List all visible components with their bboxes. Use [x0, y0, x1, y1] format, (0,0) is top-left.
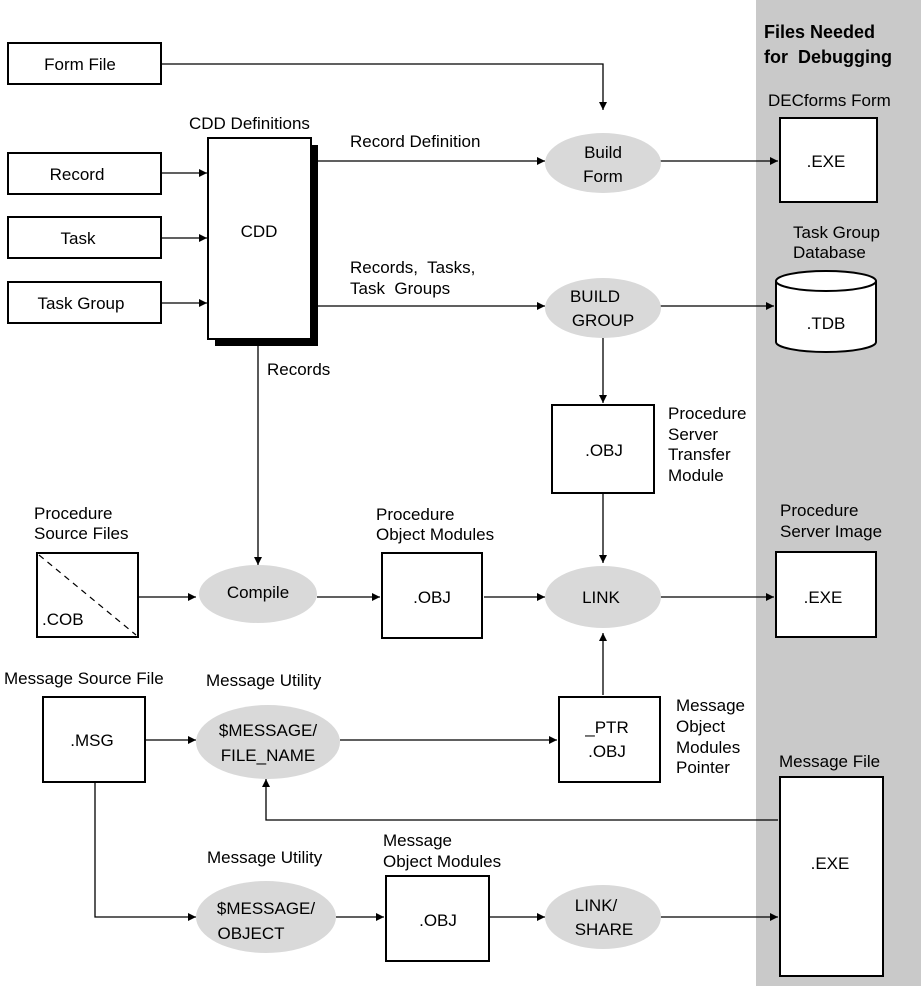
tdb-database-cylinder [775, 270, 877, 353]
task-label: Task [61, 229, 96, 248]
msg-source-label: .MSG [70, 731, 113, 750]
message-file-name-label-line1: $MESSAGE/ [219, 721, 318, 740]
ptr-caption-line4: Pointer [676, 758, 730, 777]
server-image-caption-line2: Server Image [780, 522, 882, 541]
ptr-caption-line3: Modules [676, 738, 740, 757]
tdb-caption-line1: Task Group [793, 223, 880, 242]
arrow-formfile-to-buildform [162, 63, 607, 110]
source-cob-box [36, 552, 139, 638]
task-group-label: Task Group [38, 294, 125, 313]
record-label: Record [50, 165, 105, 184]
compile-process [199, 565, 317, 623]
cdd-label: CDD [241, 222, 278, 241]
record-definition-label: Record Definition [350, 132, 480, 151]
records-tasks-label-line1: Records, Tasks, [350, 258, 475, 277]
cdd-box [207, 137, 312, 340]
server-image-caption-line1: Procedure [780, 501, 858, 520]
build-form-process [545, 133, 661, 193]
arrow-msg-to-msgobject [94, 782, 196, 921]
ptr-obj-box [558, 696, 661, 783]
cdd-caption: CDD Definitions [189, 114, 310, 133]
server-image-exe-label: .EXE [804, 588, 843, 607]
decforms-exe-box [779, 117, 878, 203]
records-tasks-label-line2: Task Groups [350, 279, 450, 298]
msg-caption: Message Source File [4, 669, 164, 688]
link-share-process [545, 885, 661, 949]
msg-obj-modules-box [385, 875, 490, 962]
form-file-box [7, 42, 162, 85]
message-file-name-label-line2: FILE_NAME [221, 746, 315, 765]
msg-obj-caption-line2: Object Modules [383, 852, 501, 871]
message-utility-caption-2: Message Utility [207, 848, 323, 867]
build-form-label-line2: Form [583, 167, 623, 186]
build-form-label-line1: Build [584, 143, 622, 162]
object-modules-caption-line2: Object Modules [376, 525, 494, 544]
ptr-caption-line2: Object [676, 717, 725, 736]
panel-title-line2: for Debugging [764, 47, 892, 67]
form-file-label: Form File [44, 55, 116, 74]
object-modules-caption-line1: Procedure [376, 505, 454, 524]
object-modules-label: .OBJ [413, 588, 451, 607]
msg-source-box [42, 696, 146, 783]
ptr-caption-line1: Message [676, 696, 745, 715]
link-share-label-line2: SHARE [575, 920, 634, 939]
msg-obj-modules-label: .OBJ [419, 911, 457, 930]
link-label: LINK [582, 588, 620, 607]
task-box [7, 216, 162, 259]
tdb-label: .TDB [807, 314, 846, 333]
source-caption-line1: Procedure [34, 504, 112, 523]
transfer-caption-line4: Module [668, 466, 724, 485]
source-caption-line2: Source Files [34, 524, 128, 543]
transfer-caption-line2: Server [668, 425, 718, 444]
transfer-caption-line1: Procedure [668, 404, 746, 423]
compile-label: Compile [227, 583, 289, 602]
message-file-exe-box [779, 776, 884, 977]
source-cob-label: .COB [42, 610, 84, 629]
transfer-module-label: .OBJ [585, 441, 623, 460]
arrow-messagefile-to-filename [262, 779, 778, 821]
build-group-process [545, 278, 661, 338]
source-cob-diagonal [38, 554, 137, 636]
message-object-label-line2: OBJECT [217, 924, 284, 943]
record-box [7, 152, 162, 195]
decforms-exe-label: .EXE [807, 152, 846, 171]
message-object-label-line1: $MESSAGE/ [217, 899, 316, 918]
panel-title-line1: Files Needed [764, 22, 875, 42]
build-group-label-line2: GROUP [572, 311, 634, 330]
link-share-label-line1: LINK/ [575, 896, 618, 915]
connectors [94, 63, 778, 921]
transfer-module-box [551, 404, 655, 494]
object-modules-box [381, 552, 483, 639]
link-process [545, 566, 661, 628]
server-image-exe-box [775, 551, 877, 638]
message-file-caption: Message File [779, 752, 880, 771]
ptr-obj-label-line2: .OBJ [588, 742, 626, 761]
task-group-box [7, 281, 162, 324]
msg-obj-caption-line1: Message [383, 831, 452, 850]
message-utility-caption-1: Message Utility [206, 671, 322, 690]
build-group-label-line1: BUILD [570, 287, 620, 306]
message-file-exe-label: .EXE [811, 854, 850, 873]
transfer-caption-line3: Transfer [668, 445, 731, 464]
tdb-caption-line2: Database [793, 243, 866, 262]
ptr-obj-label-line1: _PTR [584, 718, 628, 737]
message-object-process [196, 881, 336, 953]
records-label: Records [267, 360, 330, 379]
message-file-name-process [196, 705, 340, 779]
decforms-caption: DECforms Form [768, 91, 891, 110]
